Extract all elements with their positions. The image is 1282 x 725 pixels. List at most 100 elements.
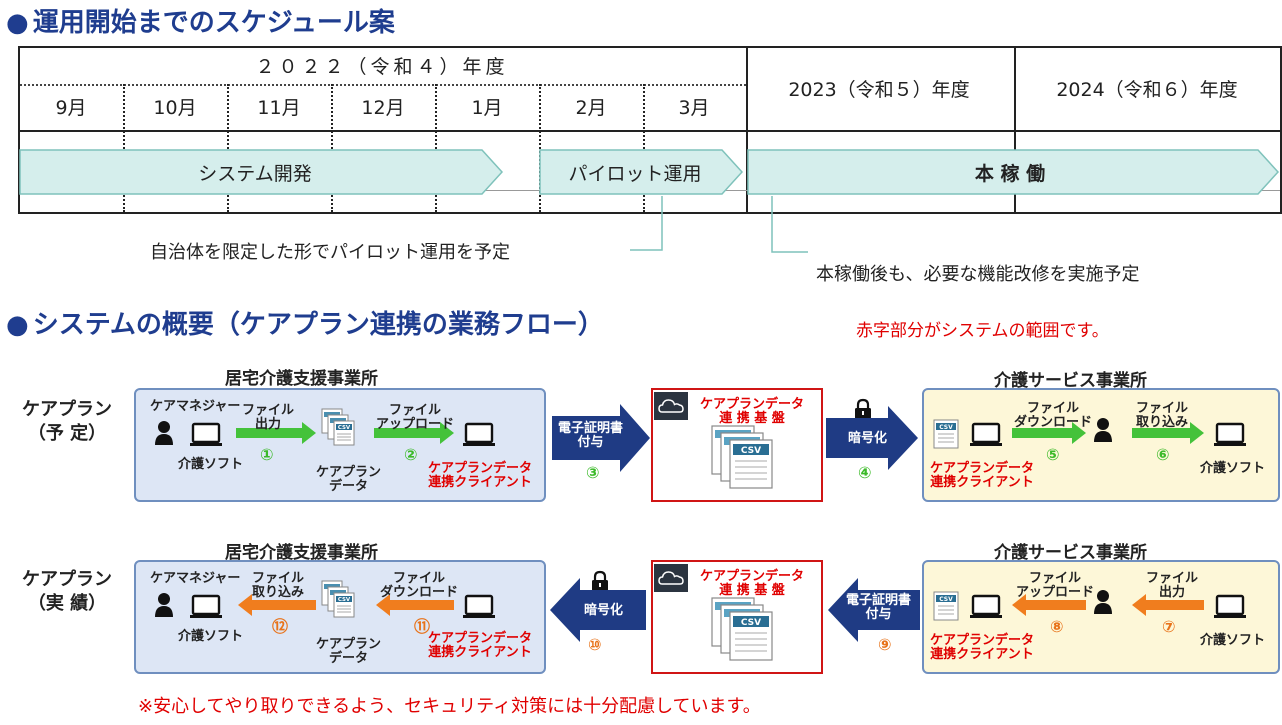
bullet-icon: ● — [6, 8, 29, 38]
month-12: 12月 — [361, 96, 405, 119]
dark-arrow-4 — [826, 406, 918, 470]
laptop-icon — [1212, 422, 1248, 448]
step9-number: ⑨ — [878, 635, 892, 654]
green-arrow-5 — [1012, 422, 1086, 444]
right-software-label: 介護ソフト — [1200, 633, 1266, 648]
laptop-icon — [461, 422, 497, 448]
platform-label: ケアプランデータ 連 携 基 盤 — [700, 569, 805, 599]
csv-file-icon — [933, 591, 959, 621]
laptop-icon — [188, 422, 224, 448]
fy2022-header: ２０２２（令和４）年度 — [255, 55, 509, 78]
client-label: ケアプランデータ 連携クライアント — [428, 631, 533, 661]
orange-arrow-12 — [238, 594, 316, 616]
cloud-icon — [653, 563, 689, 593]
step4-label: 暗号化 — [848, 431, 888, 446]
step5-label: ファイル ダウンロード — [1014, 401, 1093, 431]
step8-number: ⑧ — [1050, 617, 1064, 636]
step10-label: 暗号化 — [584, 603, 624, 618]
step11-number: ⑪ — [414, 617, 431, 636]
care-software-label: 介護ソフト — [178, 629, 244, 644]
month-9: 9月 — [55, 96, 87, 119]
step7-label: ファイル 出力 — [1146, 571, 1199, 601]
platform-label: ケアプランデータ 連 携 基 盤 — [700, 397, 805, 427]
system-scope-note: 赤字部分がシステムの範囲です。 — [856, 321, 1109, 341]
kyotaku-title-plan: 居宅介護支援事業所 — [225, 369, 378, 389]
laptop-icon — [461, 594, 497, 620]
care-manager-icon — [155, 421, 173, 445]
pilot-callout-line — [630, 196, 663, 251]
right-software-label: 介護ソフト — [1200, 461, 1266, 476]
step4-number: ④ — [858, 463, 872, 482]
careplan-data-label: ケアプラン データ — [316, 465, 382, 495]
pilot-callout: 自治体を限定した形でパイロット運用を予定 — [150, 242, 510, 263]
step9-label: 電子証明書 付与 — [846, 593, 912, 623]
csv-file-icon — [933, 419, 959, 449]
client-label: ケアプランデータ 連携クライアント — [428, 461, 533, 491]
live-callout: 本稼働後も、必要な機能改修を実施予定 — [816, 264, 1140, 285]
laptop-icon — [968, 594, 1004, 620]
kyotaku-title-actual: 居宅介護支援事業所 — [225, 543, 378, 563]
live-phase-arrow — [747, 149, 1280, 195]
dev-phase-arrow — [19, 149, 504, 195]
dev-phase-label: システム開発 — [198, 162, 312, 185]
fy2024-header: 2024（令和６）年度 — [1056, 78, 1238, 101]
cloud-icon — [653, 391, 689, 421]
care-manager-icon — [155, 593, 173, 617]
step3-number: ③ — [586, 463, 600, 482]
step12-number: ⑫ — [272, 617, 289, 636]
lock-icon — [853, 398, 873, 421]
laptop-icon — [1212, 594, 1248, 620]
lock-icon — [590, 570, 610, 593]
step6-label: ファイル 取り込み — [1136, 401, 1189, 431]
live-callout-line — [771, 196, 808, 253]
green-arrow-6 — [1132, 422, 1204, 444]
right-client-label: ケアプランデータ 連携クライアント — [930, 461, 1035, 491]
row-label-plan: ケアプラン（予 定） — [22, 399, 112, 445]
step6-number: ⑥ — [1156, 445, 1170, 464]
month-11: 11月 — [257, 96, 301, 119]
step1-label: ファイル 出力 — [242, 403, 295, 433]
month-1: 1月 — [471, 96, 503, 119]
security-footer-note: ※安心してやり取りできるよう、セキュリティ対策には十分配慮しています。 — [138, 696, 761, 717]
month-10: 10月 — [153, 96, 197, 119]
csv-stack-icon — [321, 408, 355, 446]
step10-number: ⑩ — [588, 635, 602, 654]
step8-label: ファイル アップロード — [1016, 571, 1095, 601]
service-title-plan: 介護サービス事業所 — [994, 371, 1147, 391]
dark-arrow-10 — [550, 578, 646, 642]
live-phase-label: 本 稼 働 — [974, 162, 1046, 185]
row-label-actual: ケアプラン（実 績） — [22, 569, 112, 615]
right-client-label: ケアプランデータ 連携クライアント — [930, 633, 1035, 663]
care-manager-label: ケアマネジャー — [150, 571, 241, 586]
care-software-label: 介護ソフト — [178, 457, 244, 472]
orange-arrow-8 — [1012, 594, 1086, 616]
orange-arrow-7 — [1132, 594, 1204, 616]
bullet-icon: ● — [6, 310, 29, 340]
step3-label: 電子証明書 付与 — [558, 421, 624, 451]
dark-arrow-9 — [828, 578, 920, 642]
csv-files-icon — [711, 425, 773, 489]
care-manager-label: ケアマネジャー — [150, 399, 241, 414]
laptop-icon — [968, 422, 1004, 448]
staff-icon — [1094, 590, 1112, 614]
step11-label: ファイル ダウンロード — [380, 571, 459, 601]
green-arrow-2 — [374, 422, 454, 444]
green-arrow-1 — [236, 422, 316, 444]
csv-files-icon — [711, 597, 773, 661]
overview-heading: ●システムの概要（ケアプラン連携の業務フロー） — [6, 310, 604, 340]
service-title-actual: 介護サービス事業所 — [994, 543, 1147, 563]
pilot-phase-label: パイロット運用 — [568, 162, 702, 185]
csv-stack-icon — [321, 580, 355, 618]
staff-icon — [1094, 418, 1112, 442]
month-2: 2月 — [575, 96, 607, 119]
month-3: 3月 — [678, 96, 710, 119]
orange-arrow-11 — [376, 594, 454, 616]
step7-number: ⑦ — [1162, 617, 1176, 636]
step2-label: ファイル アップロード — [376, 403, 455, 433]
fy2023-header: 2023（令和５）年度 — [788, 78, 970, 101]
dark-arrow-3 — [552, 404, 650, 472]
pilot-phase-arrow — [539, 149, 744, 195]
careplan-data-label: ケアプラン データ — [316, 637, 382, 667]
